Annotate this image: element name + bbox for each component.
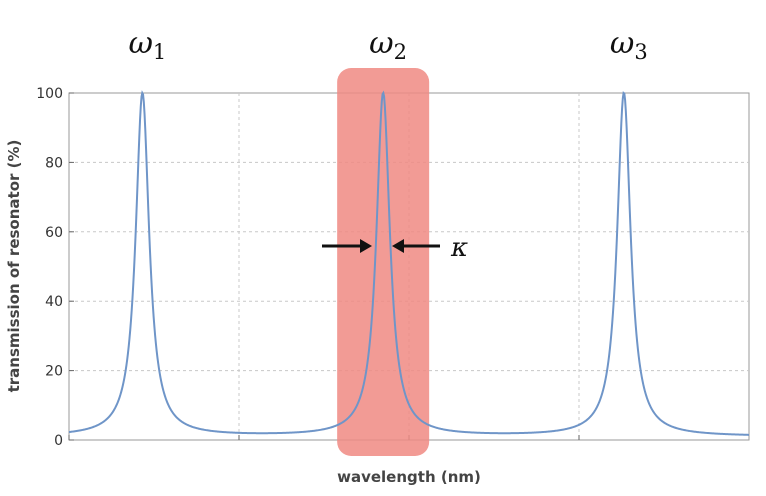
y-axis-title: transmission of resonator (%) <box>5 140 23 393</box>
y-tick-label: 40 <box>45 294 63 310</box>
kappa-label: κ <box>450 233 468 263</box>
series-line <box>68 90 750 436</box>
left-arrow-head <box>360 239 372 253</box>
x-axis-title: wavelength (nm) <box>337 468 481 486</box>
y-tick-label: 80 <box>45 155 63 171</box>
y-tick-label: 100 <box>36 86 63 102</box>
highlight-band <box>337 68 430 456</box>
y-tick-label: 20 <box>45 364 63 380</box>
linewidth-annotation: κ <box>322 233 468 263</box>
transmission-curve <box>68 90 750 436</box>
y-tick-label: 0 <box>54 433 63 449</box>
right-arrow-head <box>392 239 404 253</box>
y-axis-ticks: 0 20 40 60 80 100 <box>36 86 580 449</box>
y-tick-label: 60 <box>45 225 63 241</box>
